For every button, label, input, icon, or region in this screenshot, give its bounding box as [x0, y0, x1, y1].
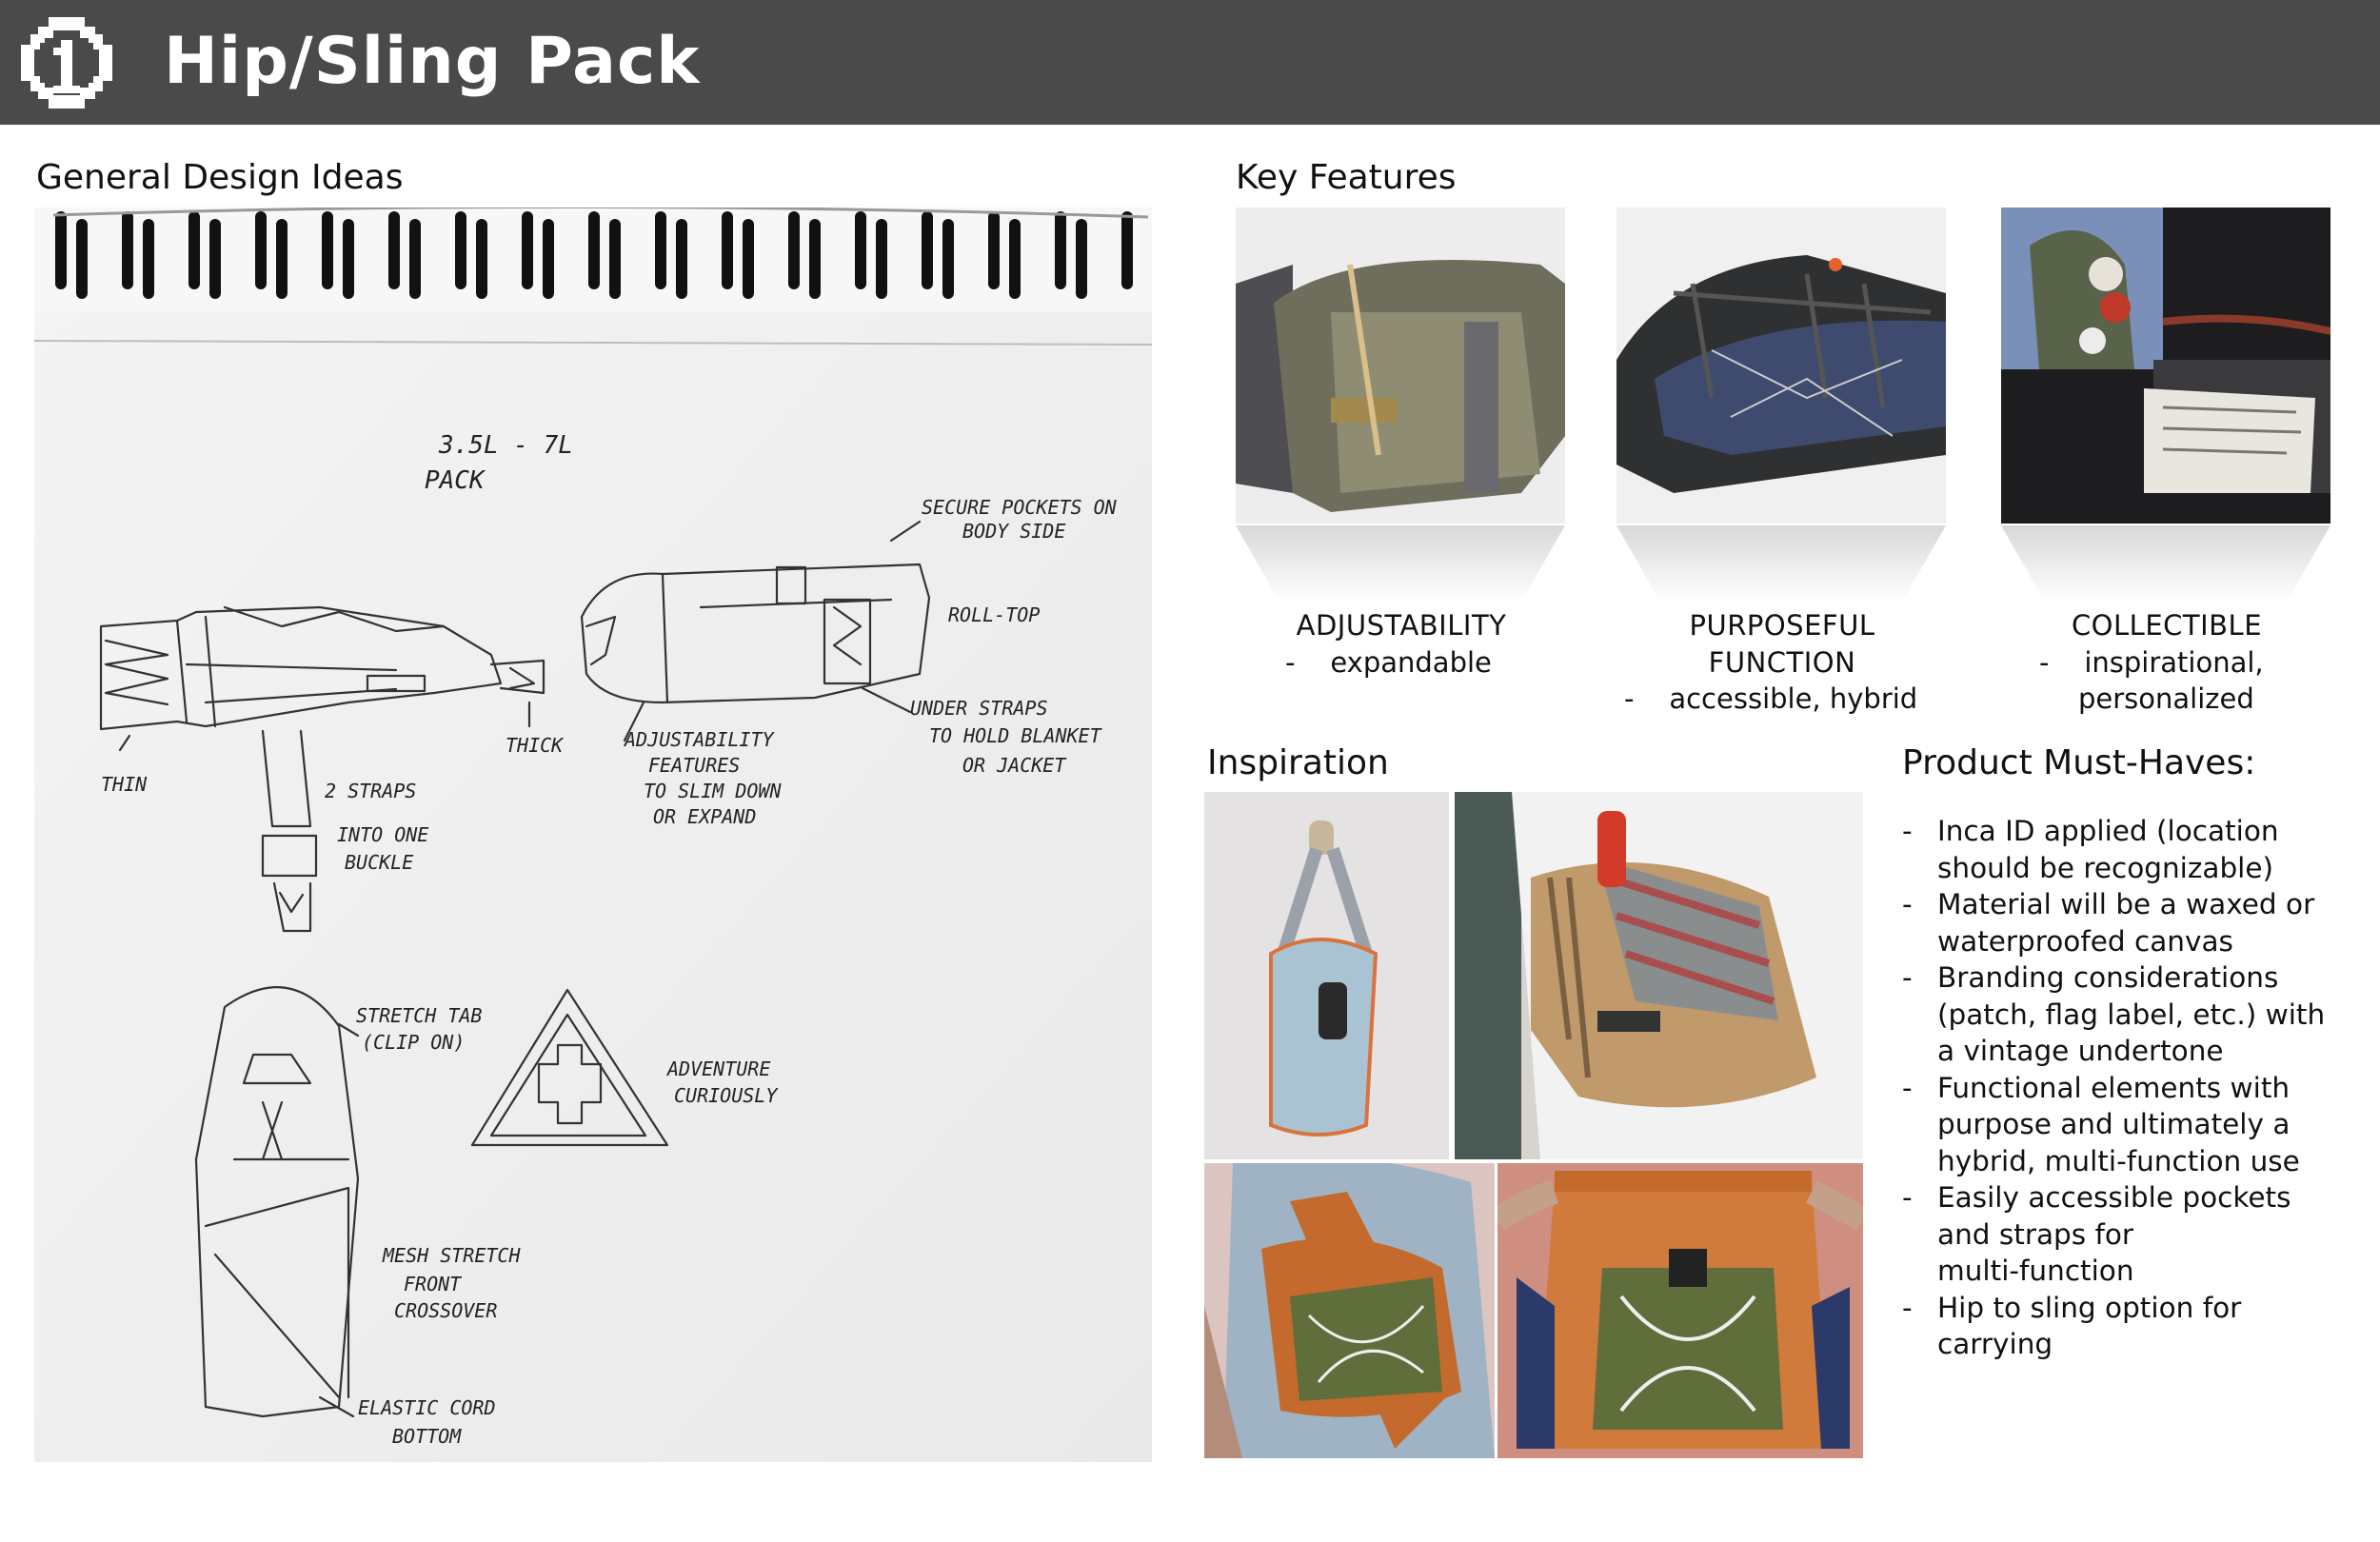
general-design-title: General Design Ideas	[36, 158, 404, 197]
sketch-note: INTO ONE	[337, 823, 428, 846]
inspiration-title: Inspiration	[1207, 743, 1389, 782]
sketch-note: PACK	[425, 466, 486, 495]
feature-detail: - accessible, hybrid	[1624, 682, 1918, 715]
sketch-note: BOTTOM	[392, 1425, 462, 1448]
sketch-note: BUCKLE	[345, 851, 413, 874]
feature-detail: personalized	[2078, 682, 2254, 715]
sketch-note: MESH STRETCH	[382, 1244, 521, 1267]
sketch-note: ADVENTURE	[665, 1058, 770, 1080]
sketch-note: STRETCH TAB	[356, 1004, 482, 1027]
sketch-note: ROLL-TOP	[948, 603, 1040, 626]
sketch-note: CURIOUSLY	[674, 1084, 779, 1107]
page-title: Hip/Sling Pack	[164, 24, 701, 99]
sketch-note: FEATURES	[648, 754, 740, 777]
feature-label: ADJUSTABILITY	[1296, 609, 1507, 642]
sketch-note: OR JACKET	[962, 754, 1067, 777]
sketch-note: 2 STRAPS	[325, 780, 416, 802]
page-header: Hip/Sling Pack	[0, 0, 2380, 125]
sketch-note: CROSSOVER	[394, 1299, 497, 1322]
sketch-note: ADJUSTABILITY	[623, 728, 775, 751]
sketch-note: BODY SIDE	[962, 520, 1065, 543]
key-features-title: Key Features	[1236, 158, 1457, 197]
feature-label: FUNCTION	[1708, 646, 1856, 679]
spiral-binding	[55, 211, 1133, 299]
inspiration-photo-orange-front-pack	[1497, 1163, 1863, 1458]
must-haves-title: Product Must-Haves:	[1902, 743, 2256, 782]
inspiration-photo-back-sling	[1204, 1163, 1495, 1458]
inca-id-logo-icon	[21, 17, 112, 109]
feature-label: PURPOSEFUL	[1689, 609, 1875, 642]
sketch-note: UNDER STRAPS	[910, 697, 1048, 720]
sketch-note: SECURE POCKETS ON	[922, 496, 1118, 519]
feature-photo-adjustability	[1236, 208, 1565, 524]
feature-detail: - inspirational,	[2039, 646, 2264, 679]
feature-wedge	[2001, 525, 2330, 602]
feature-photo-collectible	[2001, 208, 2330, 524]
feature-detail: - expandable	[1285, 646, 1492, 679]
feature-label: COLLECTIBLE	[2071, 609, 2263, 642]
sketchbook-drawing: 3.5L - 7L PACK SECURE POCKETS ON BODY SI…	[34, 208, 1152, 1462]
feature-wedge	[1236, 525, 1565, 602]
sketch-note: TO SLIM DOWN	[644, 780, 782, 802]
sketch-note: THIN	[101, 773, 148, 796]
feature-photo-purposeful-function	[1616, 208, 1946, 524]
sketch-note: (CLIP ON)	[362, 1031, 465, 1054]
sketch-note: THICK	[506, 734, 565, 757]
sketch-note: ELASTIC CORD	[358, 1396, 496, 1419]
sketch-note: 3.5L - 7L	[438, 431, 573, 460]
list-item: - Branding considerations(patch, flag la…	[1902, 961, 2326, 1067]
sketch-note: OR EXPAND	[653, 805, 756, 828]
sketch-note: FRONT	[404, 1273, 463, 1295]
inspiration-photo-wall-sling	[1204, 792, 1449, 1159]
inspiration-photo-tan-hip-pack	[1455, 792, 1863, 1159]
feature-wedge	[1616, 525, 1946, 602]
sketch-note: TO HOLD BLANKET	[929, 724, 1103, 747]
